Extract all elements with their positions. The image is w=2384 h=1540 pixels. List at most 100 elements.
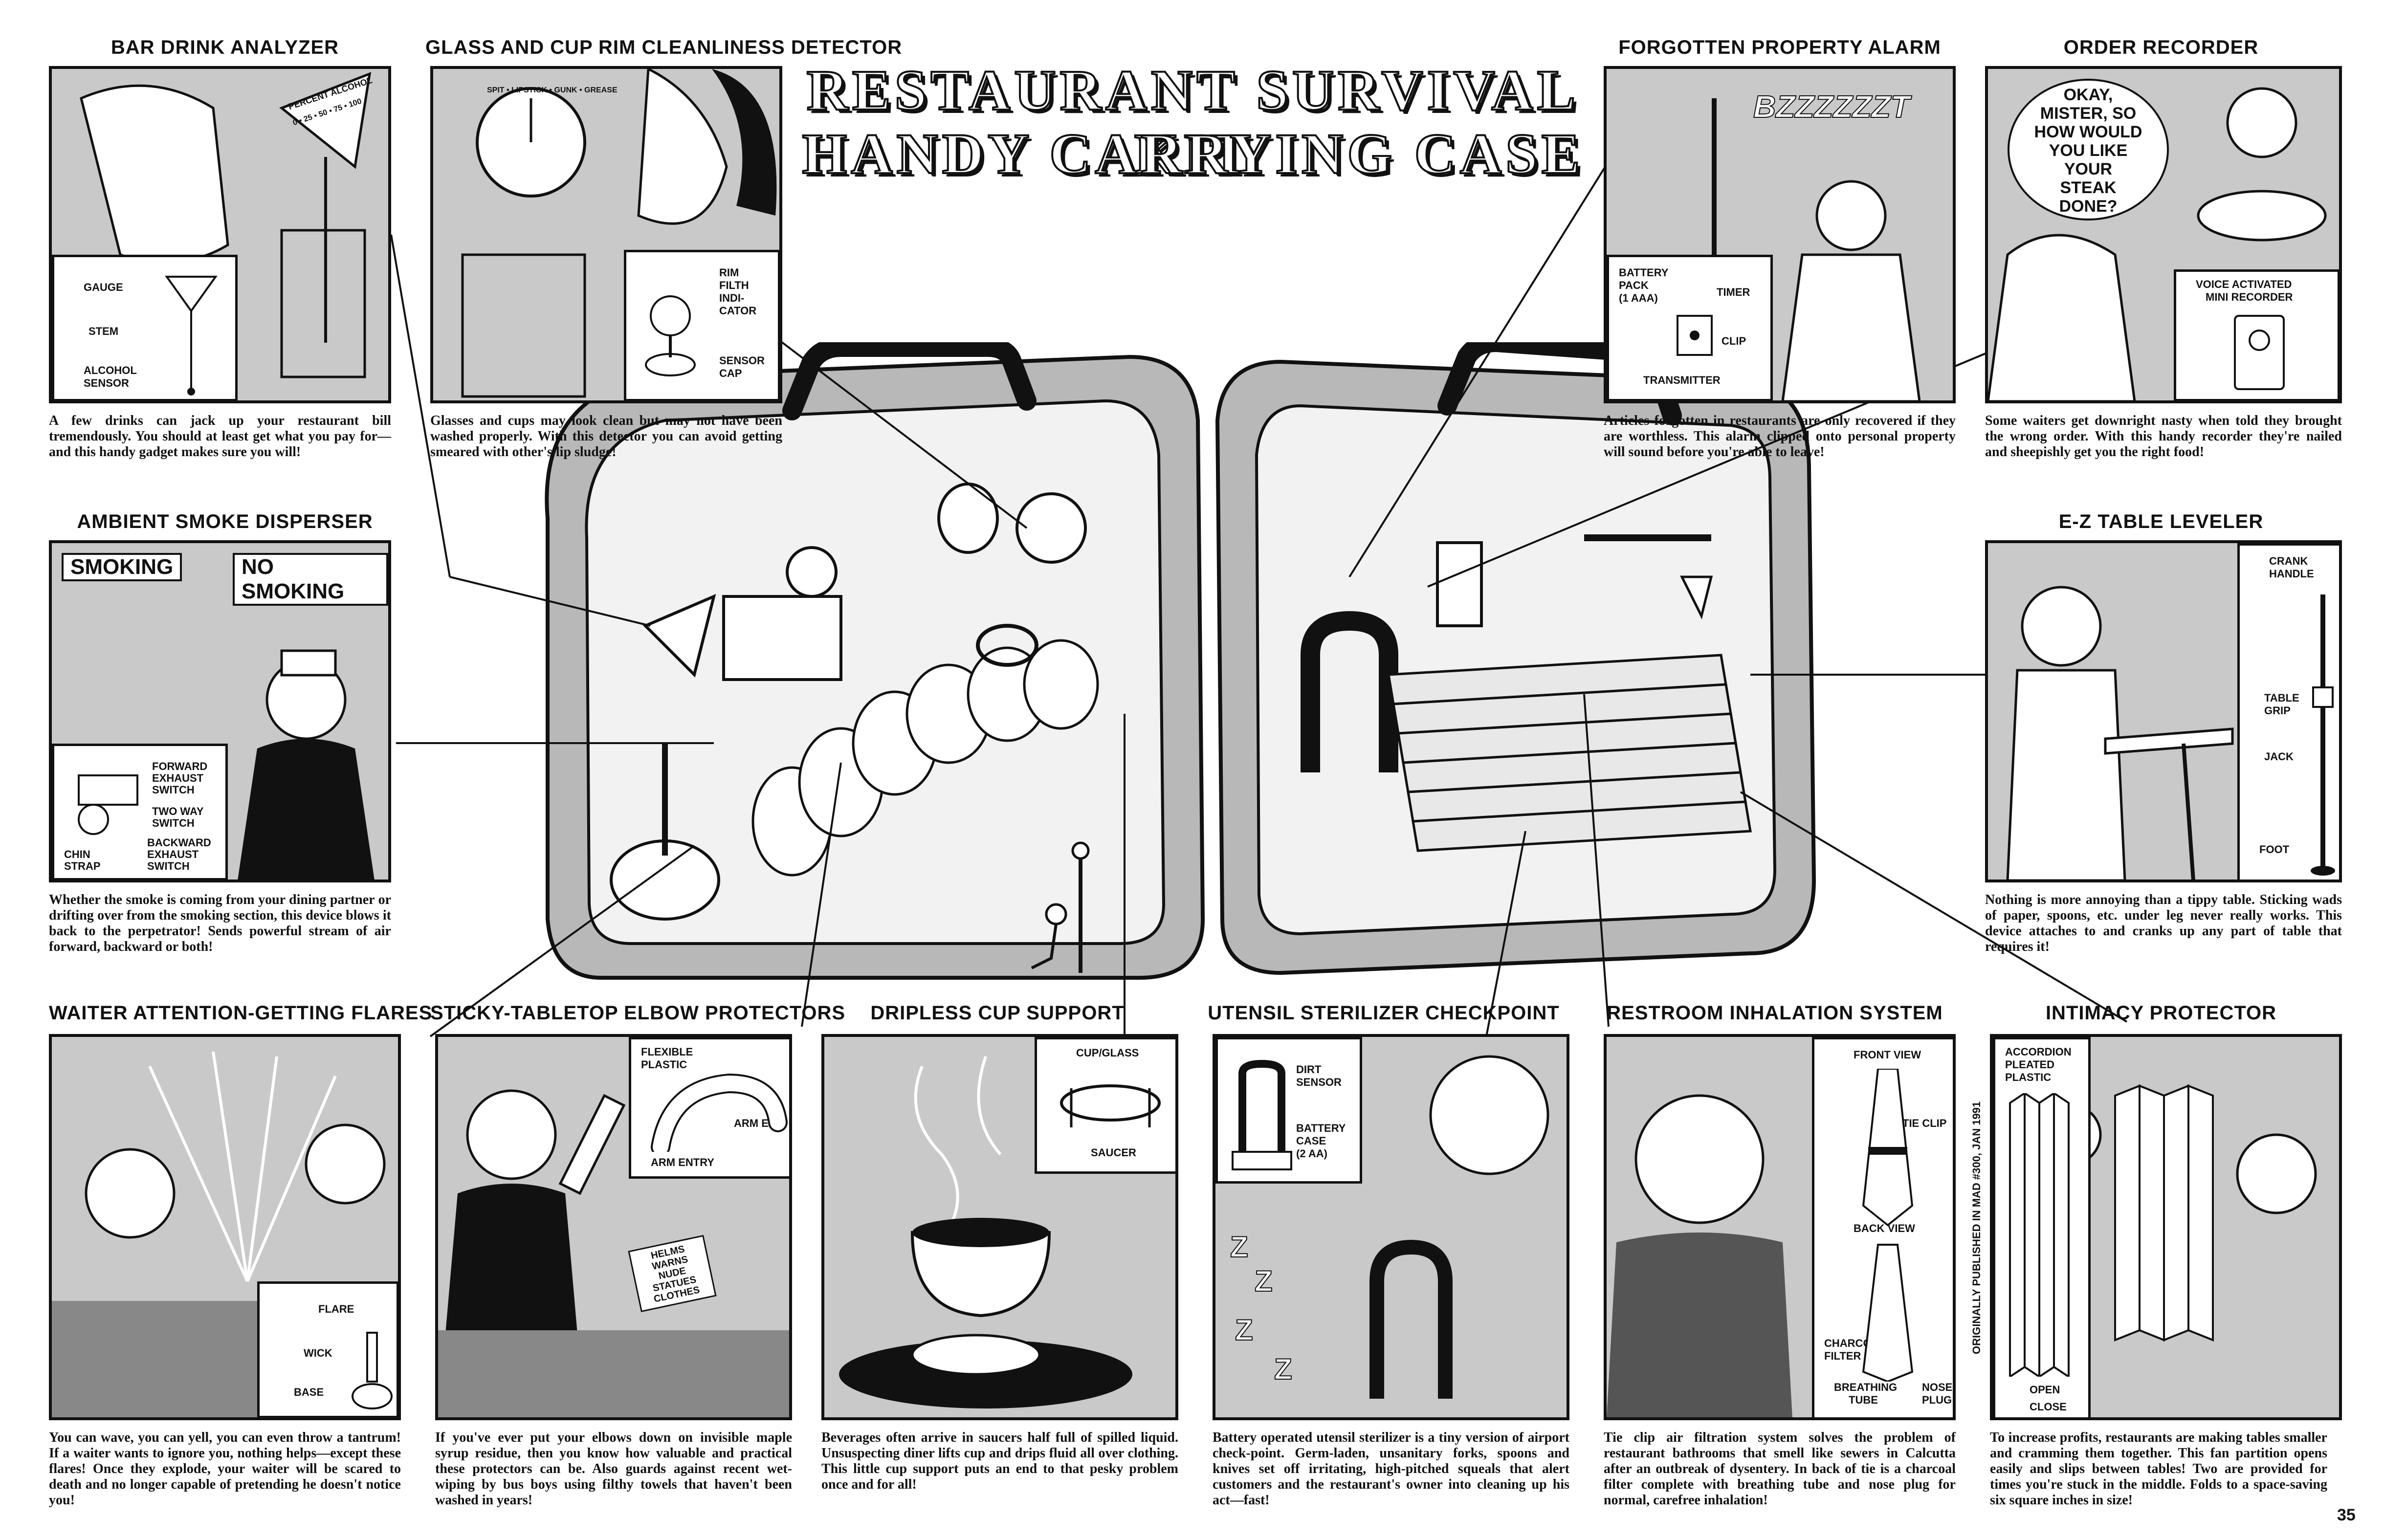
dirt-label: DIRT <box>1296 1063 1322 1076</box>
rim-detector-inset: RIM FILTH INDI- CATOR SENSOR CAP <box>624 250 779 400</box>
flares-art: FLARE WICK BASE <box>49 1034 401 1420</box>
table-grip-label: TABLE <box>2264 692 2299 704</box>
forward-label: FORWARD <box>152 760 208 772</box>
forward-switch-label: SWITCH <box>152 784 195 796</box>
rim-indicator-diagram <box>645 295 696 376</box>
smoker-illustration <box>238 649 375 880</box>
battery-case-label: BATTERY <box>1296 1122 1346 1134</box>
plug-label: PLUG <box>1922 1394 1952 1406</box>
forward-exhaust-label: EXHAUST <box>152 772 204 784</box>
tube-label: TUBE <box>1849 1394 1878 1406</box>
crank-label: CRANK <box>2269 555 2308 567</box>
cup-ring-diagram <box>1060 1084 1161 1127</box>
publication-note: ORIGINALLY PUBLISHED IN MAD #300, JAN 19… <box>1970 1101 1983 1354</box>
restroom-illustration <box>1607 1094 1792 1417</box>
rim-detector-illustration <box>461 69 777 398</box>
handle-label: HANDLE <box>2269 568 2314 580</box>
table-leveler-art: CRANK HANDLE TABLE GRIP JACK FOOT <box>1985 540 2342 882</box>
stem-label: STEM <box>88 325 119 337</box>
backward-switch-label: SWITCH <box>147 860 190 872</box>
dirt-sensor-label: SENSOR <box>1296 1076 1342 1088</box>
elbow-title: STICKY-TABLETOP ELBOW PROTECTORS <box>430 1002 846 1024</box>
transmitter-label: TRANSMITTER <box>1643 374 1721 386</box>
gauge-label: GAUGE <box>84 281 123 293</box>
sensor-label: SENSOR <box>84 377 129 389</box>
speech-line-1: OKAY, <box>2063 86 2113 104</box>
speech-line-7: DONE? <box>2059 197 2118 216</box>
base-label: BASE <box>294 1386 324 1398</box>
two-way-switch-label: SWITCH <box>152 817 195 829</box>
foot-label: FOOT <box>2259 843 2290 856</box>
order-recorder-title: ORDER RECORDER <box>2063 37 2259 58</box>
forgotten-alarm-art: BZZZZZZT BATTERY PACK (1 AAA) TIMER CLIP… <box>1604 66 1956 403</box>
alcohol-label: ALCOHOL <box>84 364 137 376</box>
bar-drink-inset: GAUGE STEM ALCOHOL SENSOR <box>52 255 238 400</box>
jack-diagram <box>2311 594 2335 876</box>
voice-activated-label: VOICE ACTIVATED <box>2196 278 2292 290</box>
pack-label: PACK <box>1619 279 1649 291</box>
nose-label: NOSE <box>1922 1381 1953 1393</box>
accordion-label: ACCORDION <box>2005 1046 2072 1058</box>
lamppost-figure <box>1031 841 1090 973</box>
elbow-art: HELMS WARNS NUDE STATUES CLOTHES FLEXIBL… <box>435 1034 792 1420</box>
intimacy-illustration <box>2040 1084 2317 1342</box>
smoke-disperser-art: SMOKING NO SMOKING FORWARD EXHAUST SWITC… <box>49 540 391 882</box>
strap-label: STRAP <box>64 860 101 872</box>
wick-label: WICK <box>304 1347 332 1359</box>
forgotten-alarm-inset: BATTERY PACK (1 AAA) TIMER CLIP TRANSMIT… <box>1607 255 1773 400</box>
aaa-label: (1 AAA) <box>1619 292 1658 304</box>
order-recorder-art: OKAY, MISTER, SO HOW WOULD YOU LIKE YOUR… <box>1985 66 2342 403</box>
clip-label: CLIP <box>1722 335 1746 347</box>
cup-support-caption: Beverages often arrive in saucers half f… <box>821 1430 1178 1492</box>
indi-label: INDI- <box>719 292 745 304</box>
intimacy-art: ACCORDION PLEATED PLASTIC OPEN CLOSE <box>1990 1034 2342 1420</box>
elbow-caption: If you've ever put your elbows down on i… <box>435 1430 792 1508</box>
forgotten-alarm-title: FORGOTTEN PROPERTY ALARM <box>1618 37 1941 58</box>
order-recorder-inset: VOICE ACTIVATED MINI RECORDER <box>2174 269 2339 400</box>
alarm-diagram <box>1677 315 1713 356</box>
elbow-diner-illustration <box>438 1089 789 1417</box>
flares-inset: FLARE WICK BASE <box>257 1281 398 1417</box>
buzz-sound: BZZZZZZT <box>1753 88 1910 125</box>
cator-label: CATOR <box>719 305 757 317</box>
carrying-case-illustration <box>545 342 1816 980</box>
cup-glass-label: CUP/GLASS <box>1076 1047 1139 1059</box>
back-view-label: BACK VIEW <box>1854 1222 1915 1234</box>
pleated-label: PLEATED <box>2005 1058 2055 1071</box>
bar-drink-caption: A few drinks can jack up your restaurant… <box>49 413 391 460</box>
cup-support-title: DRIPLESS CUP SUPPORT <box>870 1002 1125 1024</box>
case-label: CASE <box>1296 1135 1326 1147</box>
smoke-disperser-caption: Whether the smoke is coming from your di… <box>49 892 391 954</box>
rim-detector-caption: Glasses and cups may look clean but may … <box>430 413 782 460</box>
speech-line-2: MISTER, SO <box>2040 104 2137 123</box>
tie-diagram <box>1862 1069 1914 1382</box>
elbow-tube-diagram <box>651 1074 788 1152</box>
rim-detector-title: GLASS AND CUP RIM CLEANLINESS DETECTOR <box>425 37 903 58</box>
plastic-label: PLASTIC <box>641 1058 687 1071</box>
table-leveler-inset: CRANK HANDLE TABLE GRIP JACK FOOT <box>2237 543 2339 880</box>
main-title-line1: RESTAURANT SURVIVAL KIT <box>806 58 1580 187</box>
restroom-inset: FRONT VIEW TIE CLIP BACK VIEW CHARCOAL F… <box>1812 1037 1953 1417</box>
page-number: 35 <box>2337 1506 2356 1524</box>
bar-drink-art: PERCENT ALCOHOL 0 • 25 • 50 • 75 • 100 G… <box>49 66 391 403</box>
two-way-label: TWO WAY <box>152 805 204 817</box>
drinker-illustration <box>80 72 372 378</box>
table-leveler-caption: Nothing is more annoying than a tippy ta… <box>1985 892 2342 954</box>
saucer-label: SAUCER <box>1091 1146 1136 1159</box>
elbow-inset: FLEXIBLE PLASTIC ARM EXIT ARM ENTRY <box>629 1037 789 1179</box>
waiter-illustration <box>1988 87 2327 400</box>
utensil-inset: DIRT SENSOR BATTERY CASE (2 AA) <box>1215 1037 1362 1184</box>
flare-label: FLARE <box>318 1303 354 1315</box>
smoke-disperser-title: AMBIENT SMOKE DISPERSER <box>77 511 373 532</box>
open-label: OPEN <box>2030 1384 2060 1396</box>
recorder-diagram <box>2234 315 2285 390</box>
main-title-line2: HANDY CARRYING CASE <box>801 121 1584 187</box>
close-label: CLOSE <box>2030 1401 2067 1413</box>
forgotten-alarm-caption: Articles forgotten in restaurants are on… <box>1604 413 1956 460</box>
speech-line-3: HOW WOULD <box>2034 123 2142 141</box>
smoking-sign: SMOKING <box>62 553 182 581</box>
speech-line-4: YOU LIKE <box>2049 141 2128 160</box>
breathing-label: BREATHING <box>1834 1381 1898 1393</box>
